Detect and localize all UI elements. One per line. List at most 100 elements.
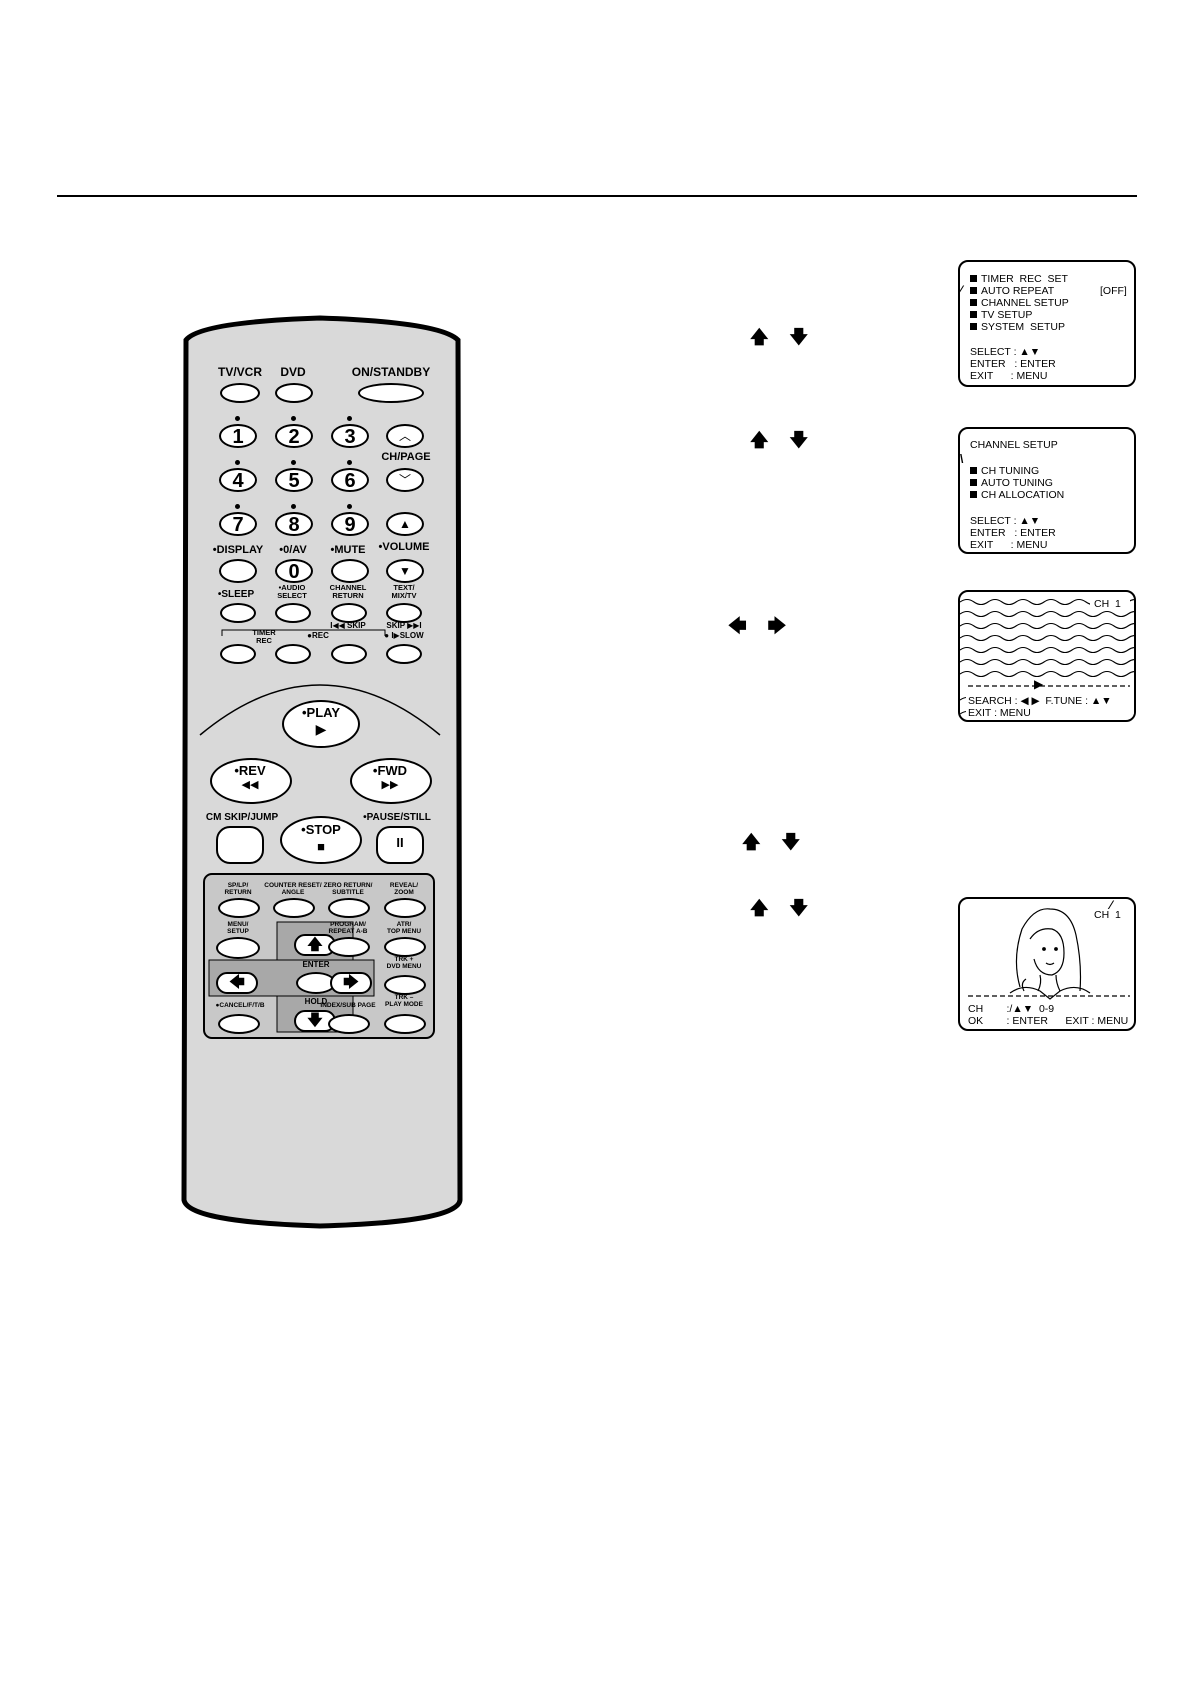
tv-vcr-label: TV/VCR bbox=[217, 365, 263, 379]
volume-down-button[interactable]: ▼ bbox=[386, 559, 424, 583]
channel-flash-icon: ⁄ bbox=[1110, 898, 1113, 912]
sp-lp-button[interactable] bbox=[218, 898, 260, 918]
ch-page-label: CH/PAGE bbox=[381, 451, 431, 463]
ch-tuning-screen: CH 1 ▶ SEARCH : ◀ ▶ F.TUNE : ▲▼ EXIT : M… bbox=[958, 590, 1136, 722]
audio-select-button[interactable] bbox=[275, 603, 311, 623]
skip-forward-label: SKIP ▶▶I bbox=[386, 621, 422, 630]
ch-up-button[interactable]: ︿ bbox=[386, 424, 424, 448]
menu-screen: TIMER REC SET AUTO REPEAT [OFF] CHANNEL … bbox=[958, 260, 1136, 387]
number-6-button[interactable]: 6 bbox=[331, 468, 369, 492]
number-0-button[interactable]: 0 bbox=[275, 559, 313, 583]
menu-item: AUTO REPEAT bbox=[970, 285, 1054, 297]
number-9-button[interactable]: 9 bbox=[331, 512, 369, 536]
reveal-zoom-button[interactable] bbox=[384, 898, 426, 918]
zero-av-label: •0/AV bbox=[279, 544, 307, 556]
index-subpage-label: INDEX/SUB PAGE bbox=[320, 1002, 376, 1009]
cm-skip-button[interactable] bbox=[216, 826, 264, 864]
number-3-button[interactable]: 3 bbox=[331, 424, 369, 448]
screen-title: CHANNEL SETUP bbox=[970, 439, 1058, 451]
left-arrow-button[interactable]: 🡄 bbox=[216, 972, 258, 994]
select-hint: SELECT : ▲▼ bbox=[970, 346, 1041, 358]
index-subpage-button[interactable] bbox=[328, 1014, 370, 1034]
skip-back-button[interactable] bbox=[331, 644, 367, 664]
text-mix-tv-label: TEXT/MIX/TV bbox=[391, 583, 417, 600]
timer-rec-button[interactable] bbox=[220, 644, 256, 664]
remote-control-illustration: TV/VCR DVD ON/STANDBY 1 2 3 ︿ CH/PAGE 4 … bbox=[0, 0, 480, 1240]
tv-vcr-button[interactable] bbox=[220, 383, 260, 403]
counter-reset-button[interactable] bbox=[273, 898, 315, 918]
indicator-dot bbox=[347, 460, 352, 465]
ch-hint: CH :/▲▼ 0-9 bbox=[968, 1003, 1055, 1015]
rev-button[interactable] bbox=[210, 758, 292, 804]
sleep-label: •SLEEP bbox=[217, 589, 255, 600]
menu-item-selected: CHANNEL SETUP bbox=[970, 297, 1069, 309]
mute-button[interactable] bbox=[331, 559, 369, 583]
cancel-button[interactable] bbox=[218, 1014, 260, 1034]
trk-minus-button[interactable] bbox=[384, 1014, 426, 1034]
right-arrow-button[interactable]: 🡆 bbox=[330, 972, 372, 994]
dvd-label: DVD bbox=[280, 365, 306, 379]
number-2-button[interactable]: 2 bbox=[275, 424, 313, 448]
menu-item: SYSTEM SETUP bbox=[970, 321, 1065, 333]
number-7-button[interactable]: 7 bbox=[219, 512, 257, 536]
tuning-marker-icon: ▶ bbox=[1034, 677, 1044, 691]
on-standby-label: ON/STANDBY bbox=[351, 365, 431, 379]
cm-skip-label: CM SKIP/JUMP bbox=[205, 812, 279, 823]
channel-return-button[interactable] bbox=[331, 603, 367, 623]
dvd-button[interactable] bbox=[275, 383, 313, 403]
rewind-icon: ◀◀ bbox=[241, 779, 259, 791]
woman-portrait-image bbox=[968, 908, 1130, 1000]
ch-down-button[interactable]: ﹀ bbox=[386, 468, 424, 492]
enter-label: ENTER bbox=[302, 960, 330, 969]
fwd-button[interactable] bbox=[350, 758, 432, 804]
enter-hint: ENTER : ENTER bbox=[970, 358, 1056, 370]
sleep-button[interactable] bbox=[220, 603, 256, 623]
trk-plus-button[interactable] bbox=[384, 975, 426, 995]
menu-item: TIMER REC SET bbox=[970, 273, 1068, 285]
text-mix-tv-button[interactable] bbox=[386, 603, 422, 623]
display-label: •DISPLAY bbox=[212, 544, 264, 556]
stop-button[interactable] bbox=[280, 816, 362, 864]
step3-left-right-arrows: 🡄 🡆 bbox=[728, 616, 795, 636]
exit-hint: EXIT : MENU bbox=[968, 707, 1031, 719]
cursor-flash-icon: \ bbox=[960, 452, 964, 466]
search-hint: SEARCH : ◀ ▶ F.TUNE : ▲▼ bbox=[968, 695, 1112, 707]
number-4-button[interactable]: 4 bbox=[219, 468, 257, 492]
number-5-button[interactable]: 5 bbox=[275, 468, 313, 492]
rec-label: ●REC bbox=[307, 631, 329, 640]
zero-return-button[interactable] bbox=[328, 898, 370, 918]
trk-minus-label: TRK –PLAY MODE bbox=[385, 994, 423, 1008]
noise-pattern bbox=[960, 597, 1134, 719]
step2-up-down-arrows: 🡅 🡇 bbox=[750, 430, 817, 450]
program-repeat-button[interactable] bbox=[328, 937, 370, 957]
on-standby-button[interactable] bbox=[358, 383, 424, 403]
mute-label: •MUTE bbox=[330, 544, 366, 556]
menu-setup-button[interactable] bbox=[216, 937, 260, 959]
exit-hint: EXIT : MENU bbox=[970, 539, 1048, 551]
rec-button[interactable] bbox=[275, 644, 311, 664]
menu-item: AUTO TUNING bbox=[970, 477, 1053, 489]
channel-number-screen: CH 1 ⁄ CH :/▲▼ 0-9 OK : ENTER EXIT : MEN… bbox=[958, 897, 1136, 1031]
menu-setup-label: MENU/SETUP bbox=[227, 921, 249, 935]
step1-up-down-arrows: 🡅 🡇 bbox=[750, 327, 817, 347]
fast-forward-icon: ▶▶ bbox=[381, 779, 399, 791]
volume-up-button[interactable]: ▲ bbox=[386, 512, 424, 536]
stop-icon: ■ bbox=[317, 839, 325, 854]
atr-top-menu-button[interactable] bbox=[384, 937, 426, 957]
skip-forward-button[interactable] bbox=[386, 644, 422, 664]
reveal-zoom-label: REVEAL/ZOOM bbox=[389, 882, 419, 896]
header-rule bbox=[57, 195, 1137, 197]
up-arrow-button[interactable]: 🡅 bbox=[294, 934, 336, 956]
number-8-button[interactable]: 8 bbox=[275, 512, 313, 536]
menu-item: TV SETUP bbox=[970, 309, 1032, 321]
select-hint: SELECT : ▲▼ bbox=[970, 515, 1041, 527]
down-arrow-button[interactable]: 🡇 bbox=[294, 1010, 336, 1032]
cursor-flash-icon: ⁄ bbox=[960, 283, 963, 297]
display-button[interactable] bbox=[219, 559, 257, 583]
pause-still-button[interactable] bbox=[376, 826, 424, 864]
play-button[interactable] bbox=[282, 700, 360, 748]
play-icon: ▶ bbox=[315, 721, 327, 737]
number-1-button[interactable]: 1 bbox=[219, 424, 257, 448]
